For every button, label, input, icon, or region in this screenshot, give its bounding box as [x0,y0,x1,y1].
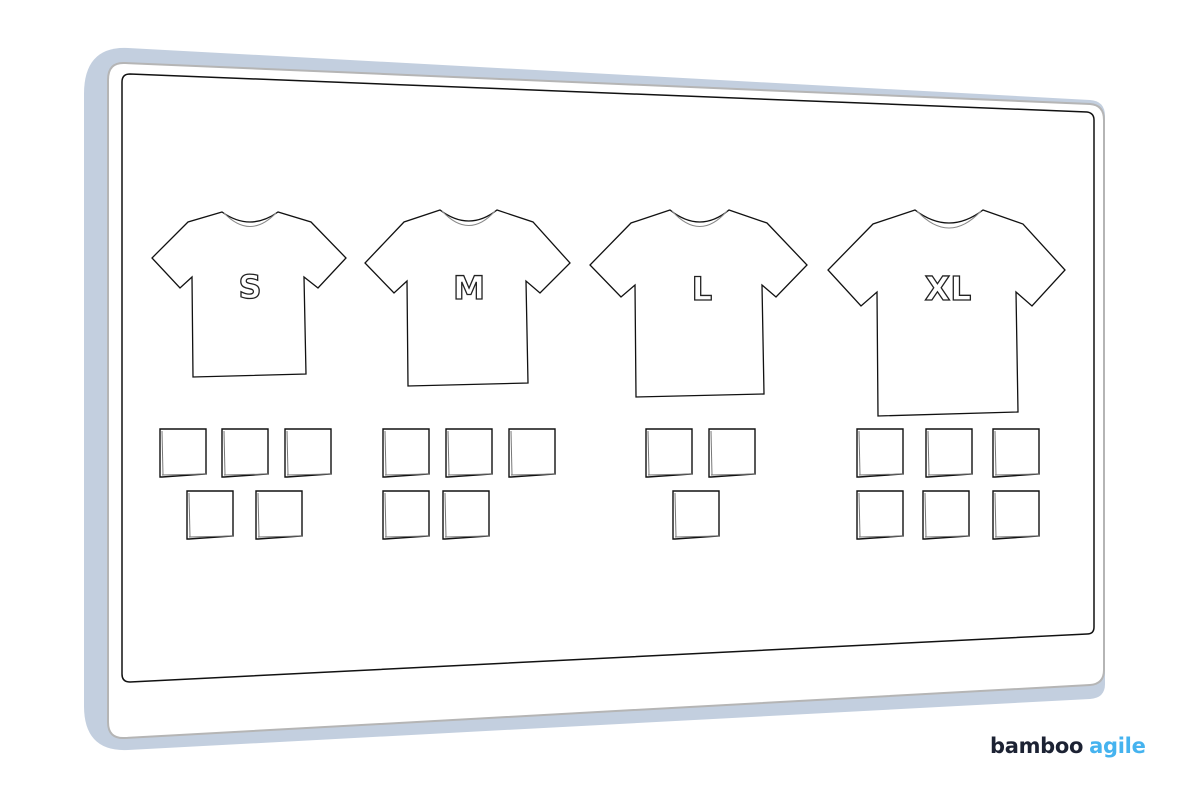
size-label-s: S [238,268,261,306]
sticky-note [159,428,207,478]
sticky-note [284,428,332,478]
sticky-note [508,428,556,478]
tshirt-s: S [151,211,347,378]
board-surface [121,73,1095,683]
sticky-note [992,490,1040,540]
tshirt-m: M [364,209,571,387]
sticky-note [708,428,756,478]
sticky-note [382,428,430,478]
sticky-note [186,490,234,540]
size-label-l: L [692,270,712,308]
sticky-note [255,490,303,540]
sticky-note [922,490,970,540]
sticky-note [992,428,1040,478]
sticky-note [382,490,430,540]
sticky-note [221,428,269,478]
sticky-note [925,428,973,478]
tshirt-xl: XL [827,209,1066,417]
tshirt-l: L [589,209,808,398]
size-label-xl: XL [925,269,971,308]
size-label-m: M [453,269,485,307]
logo-word-agile: agile [1089,734,1146,758]
logo-word-bamboo: bamboo [990,734,1084,758]
sticky-note [672,490,720,540]
sticky-note [856,428,904,478]
sticky-note [445,428,493,478]
sticky-note [856,490,904,540]
sticky-note [645,428,693,478]
sticky-note [442,490,490,540]
